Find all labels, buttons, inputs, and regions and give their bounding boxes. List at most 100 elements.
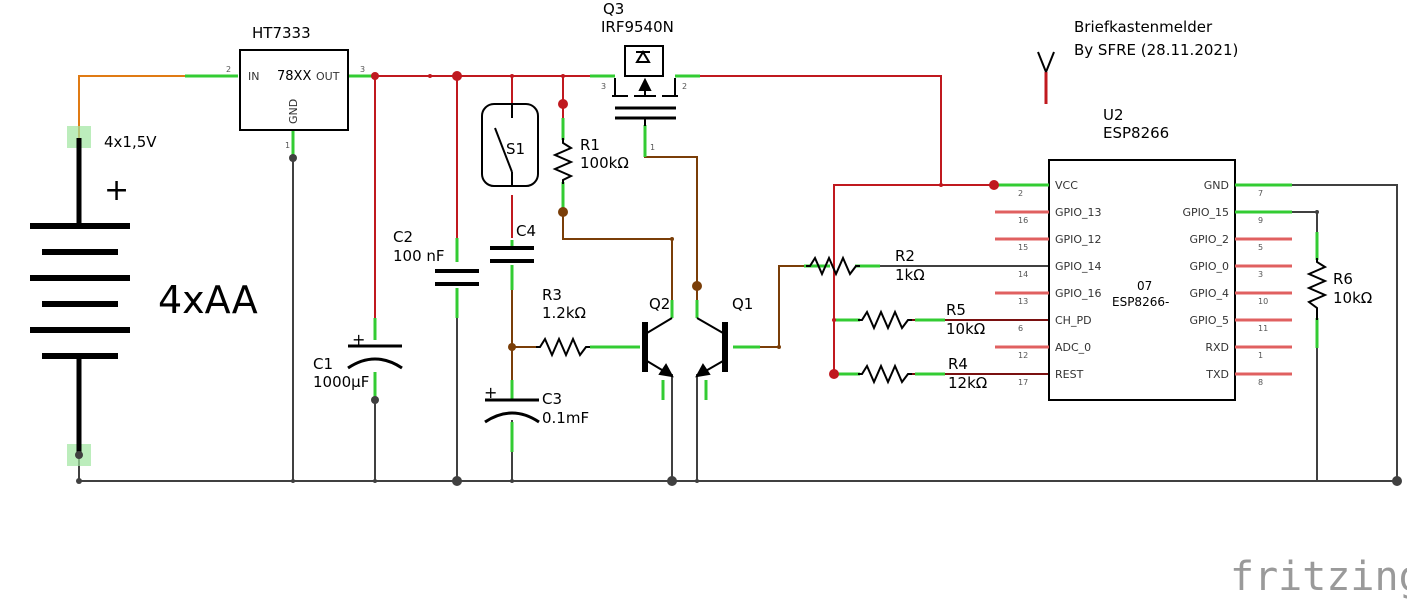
regulator-pin-gnd: GND: [287, 99, 300, 124]
q3-part: IRF9540N: [601, 18, 674, 36]
regulator-type: 78XX: [277, 69, 311, 84]
r5-ref: R5: [946, 301, 966, 319]
q3-pinnum-drain: 2: [682, 82, 687, 91]
esp-pin-label-right: GPIO_4: [1189, 287, 1229, 300]
r3-ref: R3: [542, 286, 562, 304]
antenna-icon: [1037, 51, 1055, 104]
mosfet-q3: [612, 45, 678, 126]
u2-ref: U2: [1103, 106, 1124, 124]
battery-symbol: [30, 126, 130, 466]
r4-value: 12kΩ: [948, 374, 987, 392]
esp-pin-number-right: 8: [1258, 378, 1263, 387]
esp-pin-label-right: GND: [1204, 179, 1229, 192]
r4-ref: R4: [948, 355, 968, 373]
wire-c4-to-r3: [511, 272, 536, 348]
schematic-title: Briefkastenmelder: [1074, 18, 1213, 36]
esp-pin-label-right: TXD: [1205, 368, 1229, 381]
wire-r1-bottom: [562, 182, 673, 300]
esp-pin-number-left: 12: [1018, 351, 1028, 360]
c1-plus-sign: +: [352, 330, 365, 349]
esp-pin-number-right: 11: [1258, 324, 1268, 333]
esp-pin-number-left: 17: [1018, 378, 1028, 387]
esp-pin-number-right: 3: [1258, 270, 1263, 279]
esp-pin-number-right: 1: [1258, 351, 1263, 360]
s1-ref: S1: [506, 140, 525, 158]
schematic-author: By SFRE (28.11.2021): [1074, 41, 1238, 59]
q3-pinnum-source: 3: [601, 82, 606, 91]
transistor-q1: [695, 317, 728, 378]
r1-value: 100kΩ: [580, 154, 629, 172]
wire-esp-gnd: [1230, 184, 1398, 481]
regulator-pinnum-gnd: 1: [285, 141, 290, 150]
esp-pin-number-right: 9: [1258, 216, 1263, 225]
battery-name-label: 4xAA: [158, 278, 258, 322]
esp-pin-label-right: GPIO_15: [1182, 206, 1229, 219]
esp-pin-number-left: 14: [1018, 270, 1028, 279]
esp-pin-number-right: 5: [1258, 243, 1263, 252]
regulator-pinnum-out: 3: [360, 65, 365, 74]
esp-pin-label-right: GPIO_2: [1189, 233, 1229, 246]
c1-value: 1000µF: [313, 373, 369, 391]
u2-body-line1: 07: [1137, 279, 1152, 293]
c2-value: 100 nF: [393, 247, 445, 265]
regulator-pinnum-in: 2: [226, 65, 231, 74]
c3-plus-sign: +: [484, 383, 497, 402]
wire-q3-drain-to-esp: [700, 75, 1049, 186]
esp8266-pins: VCC2GPIO_1316GPIO_1215GPIO_1414GPIO_1613…: [995, 179, 1292, 387]
r5-value: 10kΩ: [946, 320, 985, 338]
fritzing-logo: fritzing: [1230, 554, 1407, 600]
esp-pin-label-right: RXD: [1205, 341, 1229, 354]
esp-pin-label-right: GPIO_5: [1189, 314, 1229, 327]
capacitor-c3: [484, 398, 540, 424]
esp-pin-number-left: 16: [1018, 216, 1028, 225]
u2-body-line2: ESP8266-: [1112, 295, 1169, 309]
capacitor-c4: [490, 246, 534, 263]
switch-s1: [481, 103, 539, 187]
esp-pin-label-left: GPIO_13: [1055, 206, 1102, 219]
esp-pin-label-left: CH_PD: [1055, 314, 1092, 327]
regulator-ht7333: [239, 49, 349, 131]
r2-ref: R2: [895, 247, 915, 265]
esp-pin-number-right: 10: [1258, 297, 1268, 306]
battery-plus-sign: +: [104, 173, 129, 208]
esp-pin-label-left: GPIO_12: [1055, 233, 1102, 246]
esp-pin-number-right: 7: [1258, 189, 1263, 198]
r1-ref: R1: [580, 136, 600, 154]
esp8266-module: [1048, 159, 1236, 401]
esp-pin-number-left: 6: [1018, 324, 1023, 333]
resistor-r1: [552, 99, 574, 217]
c2-ref: C2: [393, 228, 413, 246]
esp-pin-label-left: GPIO_14: [1055, 260, 1102, 273]
wire-gpio15-to-r6: [1230, 211, 1318, 232]
regulator-pin-in: IN: [248, 70, 259, 83]
resistor-r3: [508, 336, 590, 358]
esp-pin-number-left: 13: [1018, 297, 1028, 306]
q1-ref: Q1: [732, 295, 753, 313]
q2-ref: Q2: [649, 295, 670, 313]
c1-ref: C1: [313, 355, 333, 373]
u2-part: ESP8266: [1103, 124, 1169, 142]
esp-pin-label-left: REST: [1055, 368, 1084, 381]
resistor-r2: [806, 255, 860, 277]
junctions: [76, 71, 1402, 486]
c3-ref: C3: [542, 390, 562, 408]
esp-pin-label-left: GPIO_16: [1055, 287, 1102, 300]
r2-value: 1kΩ: [895, 266, 925, 284]
resistor-r4: [829, 363, 912, 385]
r6-ref: R6: [1333, 270, 1353, 288]
esp-pin-label-right: GPIO_0: [1189, 260, 1229, 273]
esp-pin-label-left: ADC_0: [1055, 341, 1091, 354]
resistor-r5: [858, 309, 912, 331]
esp-pin-label-left: VCC: [1055, 179, 1078, 192]
esp-pin-number-left: 2: [1018, 189, 1023, 198]
wire-battery-to-regulator: [78, 75, 213, 138]
battery-voltage-label: 4x1,5V: [104, 133, 157, 151]
c4-ref: C4: [516, 222, 536, 240]
regulator-ref: HT7333: [252, 24, 311, 42]
r6-value: 10kΩ: [1333, 289, 1372, 307]
capacitor-c1: [347, 344, 403, 404]
transistor-q2: [642, 317, 674, 378]
r3-value: 1.2kΩ: [542, 304, 586, 322]
esp-pin-number-left: 15: [1018, 243, 1028, 252]
